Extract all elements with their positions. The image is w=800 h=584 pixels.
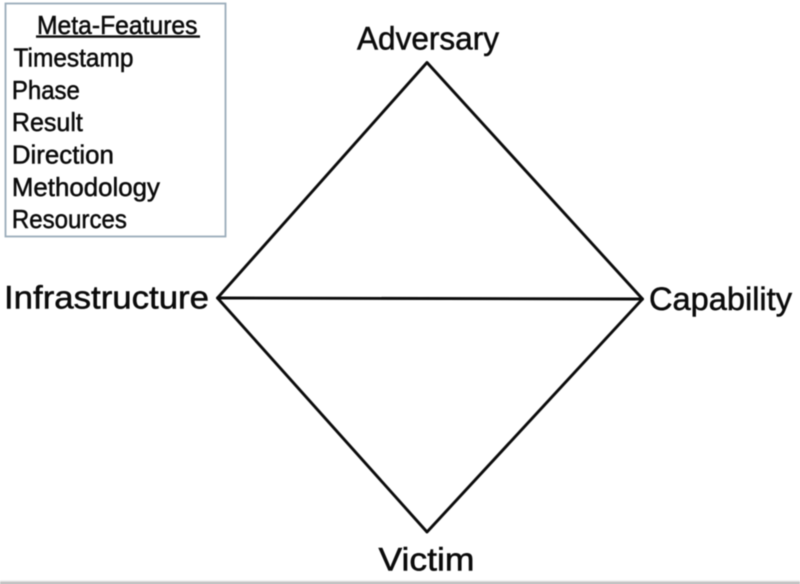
svg-text:Adversary: Adversary xyxy=(357,20,499,56)
svg-text:Victim: Victim xyxy=(379,542,475,578)
svg-text:Meta-Features: Meta-Features xyxy=(37,10,198,40)
svg-text:Direction: Direction xyxy=(12,140,114,170)
svg-text:Infrastructure: Infrastructure xyxy=(4,280,209,316)
svg-text:Phase: Phase xyxy=(12,75,80,105)
svg-text:Capability: Capability xyxy=(649,281,792,317)
svg-text:Resources: Resources xyxy=(12,204,127,234)
svg-text:Methodology: Methodology xyxy=(12,172,160,202)
svg-text:Timestamp: Timestamp xyxy=(14,42,134,72)
svg-text:Result: Result xyxy=(12,107,84,137)
